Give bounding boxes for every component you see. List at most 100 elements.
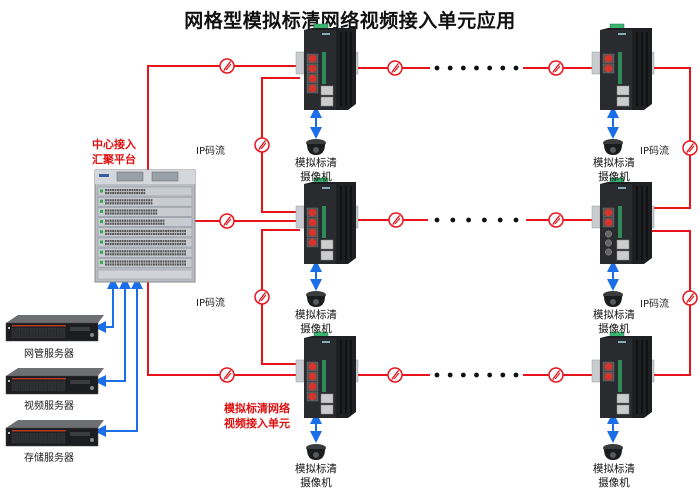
- ip-stream-label: IP码流: [640, 146, 669, 157]
- fiber-port: [604, 362, 613, 371]
- fiber-link-icon: [548, 367, 564, 383]
- servers: [5, 315, 104, 447]
- rack-server: [5, 368, 104, 395]
- rj45-port: [320, 85, 334, 96]
- fiber-link-icon: [682, 140, 698, 156]
- ellipsis-dot: [460, 372, 466, 378]
- ellipsis-dot: [434, 217, 440, 223]
- fiber-port: [604, 54, 613, 63]
- led-strip: [618, 360, 622, 392]
- ellipsis-dot: [474, 372, 479, 378]
- camera-label: 模拟标清摄像机: [584, 156, 644, 184]
- rj45-port: [616, 393, 630, 404]
- server-label-video: 视频服务器: [24, 401, 74, 412]
- rj45-port: [616, 96, 630, 107]
- ellipsis-dot: [487, 372, 493, 378]
- fiber-link-icon: [219, 58, 235, 74]
- camera-label-line2: 摄像机: [598, 171, 630, 183]
- camera-label: 模拟标清摄像机: [584, 462, 644, 490]
- network-link-mgmt-server: [94, 277, 119, 333]
- dome-camera-icon: [603, 291, 623, 307]
- rack-server: [5, 315, 104, 342]
- ellipsis-dot: [482, 217, 487, 223]
- fiber-link-icon: [219, 213, 235, 229]
- unit-label: 模拟标清网络 视频接入单元: [224, 401, 290, 431]
- rj45-port: [320, 393, 334, 404]
- rack-server: [5, 420, 104, 447]
- line-card: [97, 237, 193, 248]
- fiber-link-icon: [388, 212, 404, 228]
- ellipsis-dot: [513, 217, 519, 223]
- fiber-port: [308, 54, 317, 63]
- server-network-lines: [94, 277, 143, 437]
- fiber-port: [308, 392, 317, 401]
- rj45-port: [320, 404, 334, 415]
- camera-label-line2: 摄像机: [598, 323, 630, 335]
- access-units: [295, 23, 655, 418]
- fiber-link-icon: [254, 289, 270, 305]
- camera-label-line1: 模拟标清: [593, 309, 635, 321]
- rj45-port: [320, 239, 334, 250]
- ellipsis-dot: [434, 65, 440, 71]
- line-card: [97, 258, 193, 268]
- rj45-port: [616, 85, 630, 96]
- camera-label-line2: 摄像机: [300, 323, 332, 335]
- center-label-line1: 中心接入: [92, 138, 136, 151]
- ellipsis-dot: [434, 372, 440, 378]
- camera-label-line2: 摄像机: [598, 477, 630, 489]
- fiber-port: [308, 208, 317, 217]
- fiber-port: [308, 84, 317, 93]
- fiber-link-center-top: [147, 65, 300, 175]
- rj45-port: [320, 250, 334, 261]
- line-card: [97, 196, 193, 207]
- camera-label: 模拟标清摄像机: [286, 156, 346, 184]
- fiber-port: [308, 74, 317, 83]
- ellipsis-dot: [497, 217, 503, 223]
- line-card: [97, 186, 193, 197]
- ellipsis-dot: [513, 372, 519, 378]
- line-card: [97, 207, 193, 217]
- fiber-port: [604, 372, 613, 381]
- camera-label-line1: 模拟标清: [295, 309, 337, 321]
- dome-camera-icon: [306, 291, 326, 307]
- center-platform-label: 中心接入 汇聚平台: [92, 137, 136, 167]
- server-label-storage: 存储服务器: [24, 453, 74, 464]
- camera-label: 模拟标清摄像机: [584, 308, 644, 336]
- camera-label-line1: 模拟标清: [593, 157, 635, 169]
- line-card: [97, 227, 193, 238]
- unit-label-line2: 视频接入单元: [224, 417, 290, 430]
- camera-links: [310, 106, 619, 443]
- dome-camera-icon: [306, 444, 326, 460]
- fiber-link-center-bottom: [147, 282, 300, 376]
- dome-camera-icon: [603, 444, 623, 460]
- led-strip: [618, 52, 622, 84]
- camera-label-line2: 摄像机: [300, 477, 332, 489]
- analog-video-access-unit: [295, 331, 359, 418]
- dome-camera-icon: [306, 139, 326, 155]
- line-card: [97, 247, 193, 258]
- ellipsis-dot: [466, 217, 471, 223]
- center-chassis-switch: [94, 169, 196, 283]
- ellipsis-dot: [474, 65, 479, 71]
- fiber-link-icon: [682, 290, 698, 306]
- fiber-port: [604, 64, 613, 73]
- fiber-link-icon: [387, 60, 403, 76]
- analog-video-access-unit: [295, 23, 359, 110]
- camera-label-line1: 模拟标清: [295, 463, 337, 475]
- ellipsis-dot: [447, 65, 453, 71]
- fiber-port: [308, 64, 317, 73]
- line-card: [97, 217, 193, 227]
- led-strip: [322, 206, 326, 238]
- ellipsis-dots: [434, 65, 519, 378]
- fiber-port: [308, 382, 317, 391]
- ellipsis-dot: [447, 372, 453, 378]
- ip-stream-label: IP码流: [640, 299, 669, 310]
- fiber-link-icon: [387, 367, 403, 383]
- analog-video-access-unit: [591, 23, 655, 110]
- fiber-port: [308, 228, 317, 237]
- network-link-storage-server: [94, 277, 143, 437]
- camera-label: 模拟标清摄像机: [286, 462, 346, 490]
- rj45-port: [320, 96, 334, 107]
- fiber-port: [308, 362, 317, 371]
